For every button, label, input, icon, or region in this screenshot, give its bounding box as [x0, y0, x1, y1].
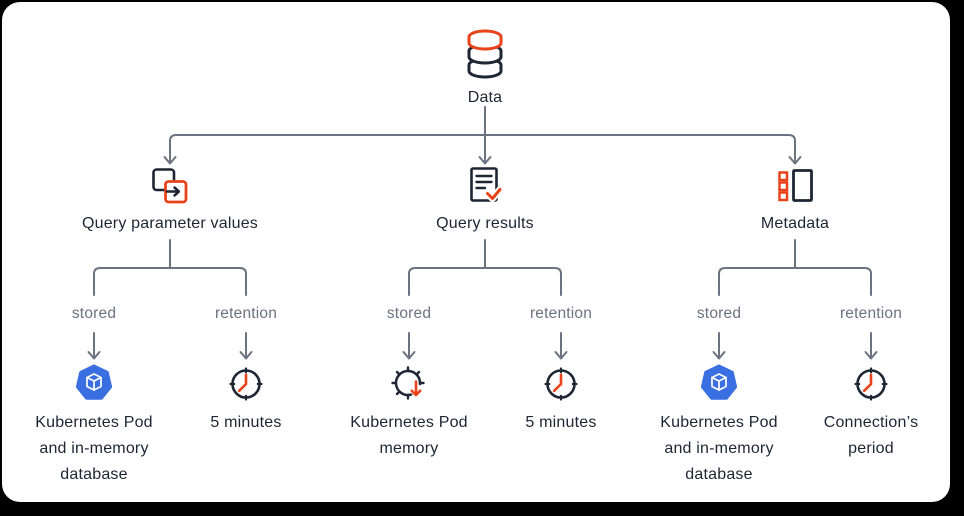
branch-label-query-parameter-values: Query parameter values	[81, 215, 259, 232]
leaf-label-line: 5 minutes	[525, 414, 597, 431]
database-icon	[467, 29, 503, 79]
leaf-label-line: Kubernetes Pod	[35, 414, 153, 431]
leaf-label-retention-period: 5 minutes	[476, 410, 646, 436]
branch-label-metadata: Metadata	[760, 215, 830, 232]
relation-label-retention: retention	[839, 305, 903, 322]
relation-label-retention: retention	[214, 305, 278, 322]
leaf-label-line: and in-memory	[664, 440, 774, 457]
relation-label-stored: stored	[696, 305, 742, 322]
kubernetes-icon	[75, 364, 113, 400]
metadata-list-icon	[778, 169, 813, 202]
relation-label-stored: stored	[386, 305, 432, 322]
leaf-label-retention-period: 5 minutes	[161, 410, 331, 436]
leaf-label-retention-period: Connection’s period	[786, 410, 956, 462]
leaf-label-line: Kubernetes Pod	[350, 414, 468, 431]
leaf-label-line: and in-memory	[39, 440, 149, 457]
leaf-label-stored-location: Kubernetes Pod memory	[324, 410, 494, 462]
leaf-label-line: Connection’s	[823, 414, 919, 431]
relation-label-stored: stored	[71, 305, 117, 322]
kubernetes-icon	[700, 364, 738, 400]
memory-download-icon	[391, 366, 425, 400]
leaf-label-line: 5 minutes	[210, 414, 282, 431]
clock-icon	[544, 367, 578, 401]
diagram-card	[2, 2, 950, 502]
copy-arrow-icon	[152, 168, 188, 204]
clock-icon	[229, 367, 263, 401]
leaf-label-line: memory	[379, 440, 439, 457]
clock-icon	[854, 367, 888, 401]
root-label: Data	[467, 89, 503, 106]
relation-label-retention: retention	[529, 305, 593, 322]
leaf-label-stored-location: Kubernetes Pod and in-memory database	[634, 410, 804, 488]
leaf-label-stored-location: Kubernetes Pod and in-memory database	[9, 410, 179, 488]
branch-label-query-results: Query results	[436, 215, 534, 232]
leaf-label-line: Kubernetes Pod	[660, 414, 778, 431]
leaf-label-line: database	[60, 466, 128, 483]
leaf-label-line: database	[685, 466, 753, 483]
document-check-icon	[470, 167, 503, 202]
leaf-label-line: period	[848, 440, 894, 457]
